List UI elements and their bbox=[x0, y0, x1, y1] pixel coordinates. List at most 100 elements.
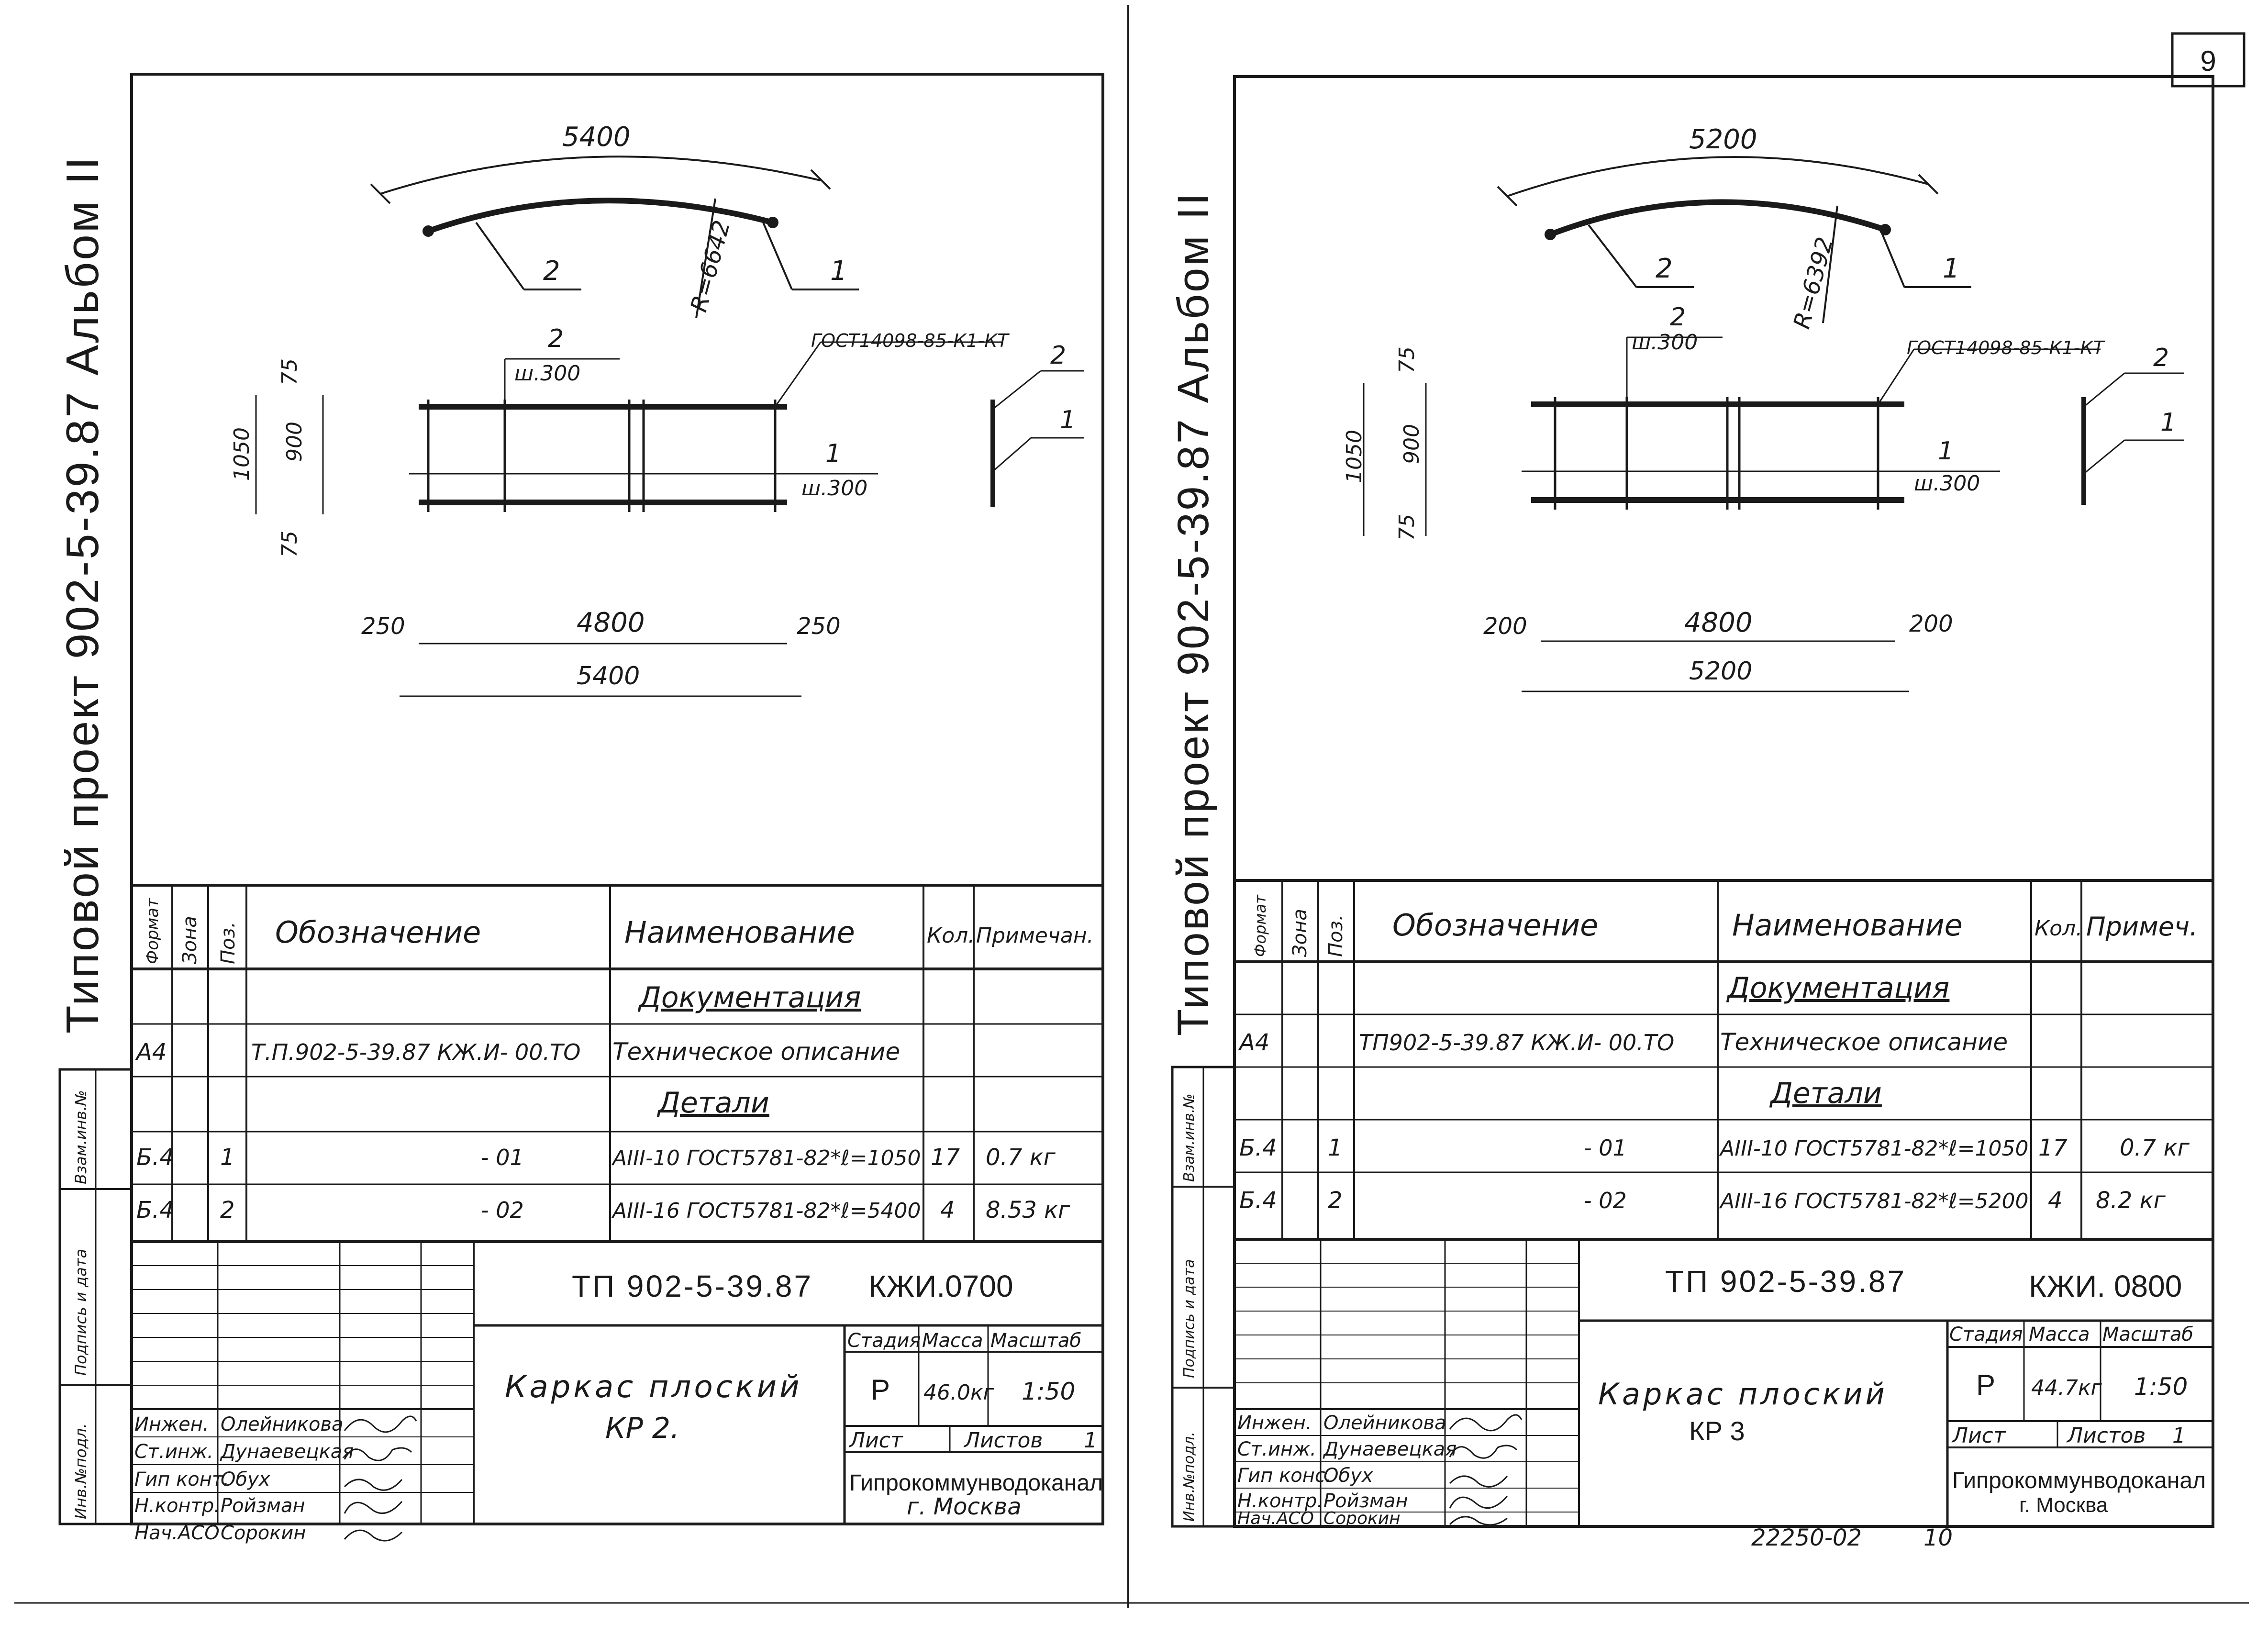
scale-label: Масштаб bbox=[990, 1330, 1081, 1352]
signature-mark bbox=[344, 1447, 412, 1461]
side-label-2: 2 bbox=[2153, 344, 2169, 372]
signature-mark bbox=[1449, 1475, 1508, 1488]
doc-code: ТП 902-5-39.87 bbox=[572, 1269, 813, 1303]
signature-mark bbox=[1449, 1445, 1518, 1459]
spec-cell-name: Техническое описание bbox=[1720, 1028, 2008, 1056]
signer-role: Инжен. bbox=[1237, 1412, 1312, 1434]
stamp-inventory: Инв.№подл. bbox=[72, 1424, 90, 1519]
signer-name: Олейникова bbox=[1323, 1412, 1446, 1434]
page-number-box: 9 bbox=[2171, 32, 2246, 88]
spec-cell-designation: - 02 bbox=[1584, 1188, 1627, 1213]
side-label-2: 2 bbox=[1050, 341, 1066, 370]
mid-bar-pitch: ш.300 bbox=[1914, 471, 1980, 496]
signer-name: Дунаевецкая bbox=[220, 1441, 354, 1463]
item-name: Каркас плоский bbox=[505, 1369, 802, 1405]
mass-value: 46.0кг bbox=[923, 1380, 995, 1405]
stage-label: Стадия bbox=[1949, 1324, 2023, 1346]
spec-head-qty: Кол. bbox=[2035, 916, 2082, 941]
spec-section-details: Детали bbox=[656, 1086, 769, 1120]
signer-name: Ройзман bbox=[1323, 1490, 1408, 1512]
dim-900: 900 bbox=[1400, 424, 1424, 464]
dim-total: 5400 bbox=[577, 662, 640, 690]
stamp-strip: Взам.инв.№ Подпись и дата Инв.№подл. bbox=[1171, 1066, 1236, 1528]
spec-cell-name: АIII-16 ГОСТ5781-82*ℓ=5400 bbox=[611, 1199, 921, 1223]
spec-cell-qty: 4 bbox=[2048, 1187, 2063, 1214]
spec-cell-pos: 2 bbox=[220, 1197, 235, 1223]
margin-title: Типовой проект 902-5-39.87 Альбом II bbox=[57, 155, 108, 1034]
spec-cell-pos: 1 bbox=[220, 1144, 235, 1171]
sheets-count: 1 bbox=[1084, 1428, 1097, 1453]
stamp-strip: Взам.инв.№ Подпись и дата Инв.№подл. bbox=[58, 1068, 133, 1525]
spec-head-designation: Обозначение bbox=[275, 915, 481, 950]
scale-value: 1:50 bbox=[2134, 1373, 2188, 1401]
organization-city: г. Москва bbox=[2019, 1493, 2108, 1517]
stamp-replacement: Взам.инв.№ bbox=[1181, 1093, 1198, 1182]
spec-head-name: Наименование bbox=[1732, 908, 1963, 943]
sheet-frame bbox=[130, 73, 1104, 1525]
spec-head-zone: Зона bbox=[179, 916, 201, 964]
dim-1050: 1050 bbox=[1342, 430, 1367, 483]
signer-role: Гип конт. bbox=[134, 1468, 229, 1490]
stamp-signature-date: Подпись и дата bbox=[72, 1249, 90, 1376]
spec-section-details: Детали bbox=[1769, 1077, 1882, 1110]
dim-1050: 1050 bbox=[230, 427, 254, 481]
dim-middle: 4800 bbox=[577, 607, 645, 638]
signer-role: Инжен. bbox=[134, 1413, 209, 1435]
title-block: ТП 902-5-39.87 КЖИ.0700 Каркас плоский К… bbox=[130, 1240, 1104, 1525]
dim-900: 900 bbox=[282, 422, 307, 462]
sheet-left: Типовой проект 902-5-39.87 Альбом II 540… bbox=[57, 73, 1104, 1544]
signature-mark bbox=[1449, 1414, 1523, 1432]
mid-bar-pitch: ш.300 bbox=[801, 476, 867, 501]
signer-role: Нач.АСО bbox=[1237, 1509, 1314, 1528]
stage-value: Р bbox=[1976, 1369, 1995, 1401]
archive-number: 22250-02 bbox=[1751, 1524, 1862, 1551]
signature-mark bbox=[1449, 1516, 1508, 1526]
dim-left: 200 bbox=[1483, 613, 1527, 640]
dim-total: 5200 bbox=[1689, 657, 1752, 686]
pos-1-label: 1 bbox=[830, 256, 847, 287]
spec-cell-note: 0.7 кг bbox=[986, 1144, 1056, 1171]
spec-cell-name: АIII-10 ГОСТ5781-82*ℓ=1050 bbox=[611, 1146, 921, 1170]
spec-head-pos: Поз. bbox=[1325, 914, 1347, 957]
spec-cell-format: А4 bbox=[1238, 1029, 1269, 1056]
gost-note: ГОСТ14098-85-К1-КТ bbox=[811, 330, 1010, 351]
signer-name: Сорокин bbox=[1323, 1509, 1401, 1528]
signature-mark bbox=[344, 1415, 417, 1433]
top-bar-label: 2 bbox=[548, 324, 564, 353]
side-label-1: 1 bbox=[2160, 408, 2176, 437]
pos-1-label: 1 bbox=[1943, 253, 1960, 284]
page-number: 9 bbox=[2200, 45, 2216, 77]
signer-role: Н.контр. bbox=[1237, 1490, 1323, 1512]
curved-frame-sketch: 5200 R=6392 2 1 bbox=[1497, 124, 1971, 332]
doc-code: ТП 902-5-39.87 bbox=[1665, 1264, 1906, 1299]
margin-title: Типовой проект 902-5-39.87 Альбом II bbox=[1169, 191, 1218, 1036]
dim-75-bottom: 75 bbox=[1395, 514, 1419, 541]
signer-name: Сорокин bbox=[221, 1522, 306, 1544]
spec-cell-format: Б.4 bbox=[136, 1144, 174, 1171]
dim-75-bottom: 75 bbox=[278, 531, 302, 557]
dim-75-top: 75 bbox=[278, 358, 302, 385]
pos-2-label: 2 bbox=[543, 256, 560, 287]
top-bar-label: 2 bbox=[1670, 303, 1686, 332]
spec-section-docs: Документация bbox=[1726, 971, 1949, 1005]
bar-end-dot bbox=[1545, 229, 1556, 240]
dim-right: 200 bbox=[1909, 611, 1953, 637]
spec-head-qty: Кол. bbox=[927, 923, 975, 948]
organization: Гипрокоммунводоканал bbox=[849, 1470, 1103, 1496]
item-mark: КР 3 bbox=[1689, 1416, 1745, 1446]
sheet-right: Типовой проект 902-5-39.87 Альбом II 520… bbox=[1169, 75, 2214, 1528]
scale-value: 1:50 bbox=[1022, 1378, 1075, 1405]
arc-length-dim: 5200 bbox=[1689, 124, 1757, 155]
spec-cell-name: АIII-10 ГОСТ5781-82*ℓ=1050 bbox=[1719, 1136, 2029, 1161]
spec-head-note: Примеч. bbox=[2086, 912, 2198, 942]
spec-cell-qty: 17 bbox=[931, 1144, 960, 1171]
sheet-label: Лист bbox=[848, 1428, 903, 1453]
item-mark: КР 2. bbox=[605, 1412, 679, 1445]
spec-cell-name: АIII-16 ГОСТ5781-82*ℓ=5200 bbox=[1719, 1189, 2029, 1213]
stage-label: Стадия bbox=[847, 1330, 921, 1352]
signer-name: Обух bbox=[1323, 1465, 1373, 1487]
spec-cell-designation: - 02 bbox=[481, 1197, 524, 1223]
spec-section-docs: Документация bbox=[637, 981, 861, 1014]
spec-head-pos: Поз. bbox=[217, 922, 239, 964]
